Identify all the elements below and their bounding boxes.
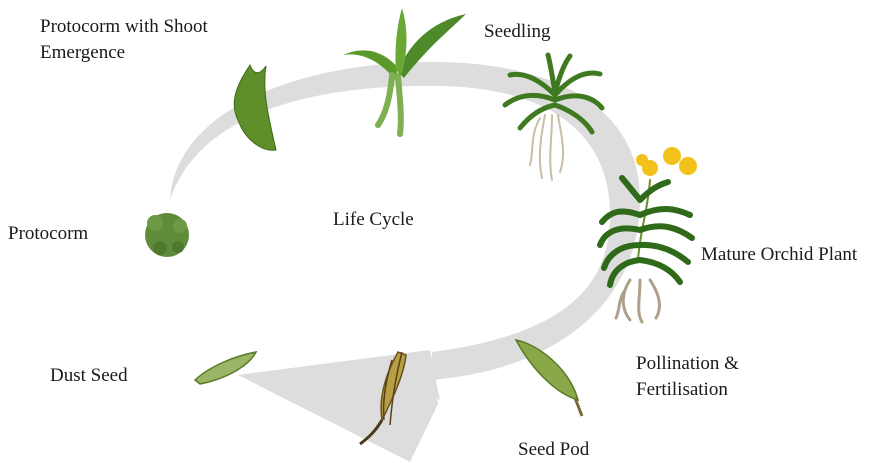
- label-seed-pod: Seed Pod: [518, 437, 589, 463]
- label-seedling: Seedling: [484, 19, 551, 45]
- label-protocorm-shoot-line1: Protocorm with Shoot: [40, 14, 208, 40]
- seed-pod-illustration: [516, 340, 582, 416]
- label-dust-seed: Dust Seed: [50, 363, 128, 389]
- label-pollination: Pollination & Fertilisation: [636, 351, 739, 403]
- label-pollination-line1: Pollination &: [636, 351, 739, 377]
- label-protocorm-shoot-line2: Emergence: [40, 40, 208, 66]
- label-mature-orchid: Mature Orchid Plant: [701, 242, 857, 268]
- protocorm-illustration: [145, 213, 189, 257]
- label-protocorm: Protocorm: [8, 221, 88, 247]
- center-label: Life Cycle: [333, 207, 414, 233]
- label-pollination-line2: Fertilisation: [636, 377, 739, 403]
- label-protocorm-shoot: Protocorm with Shoot Emergence: [40, 14, 208, 66]
